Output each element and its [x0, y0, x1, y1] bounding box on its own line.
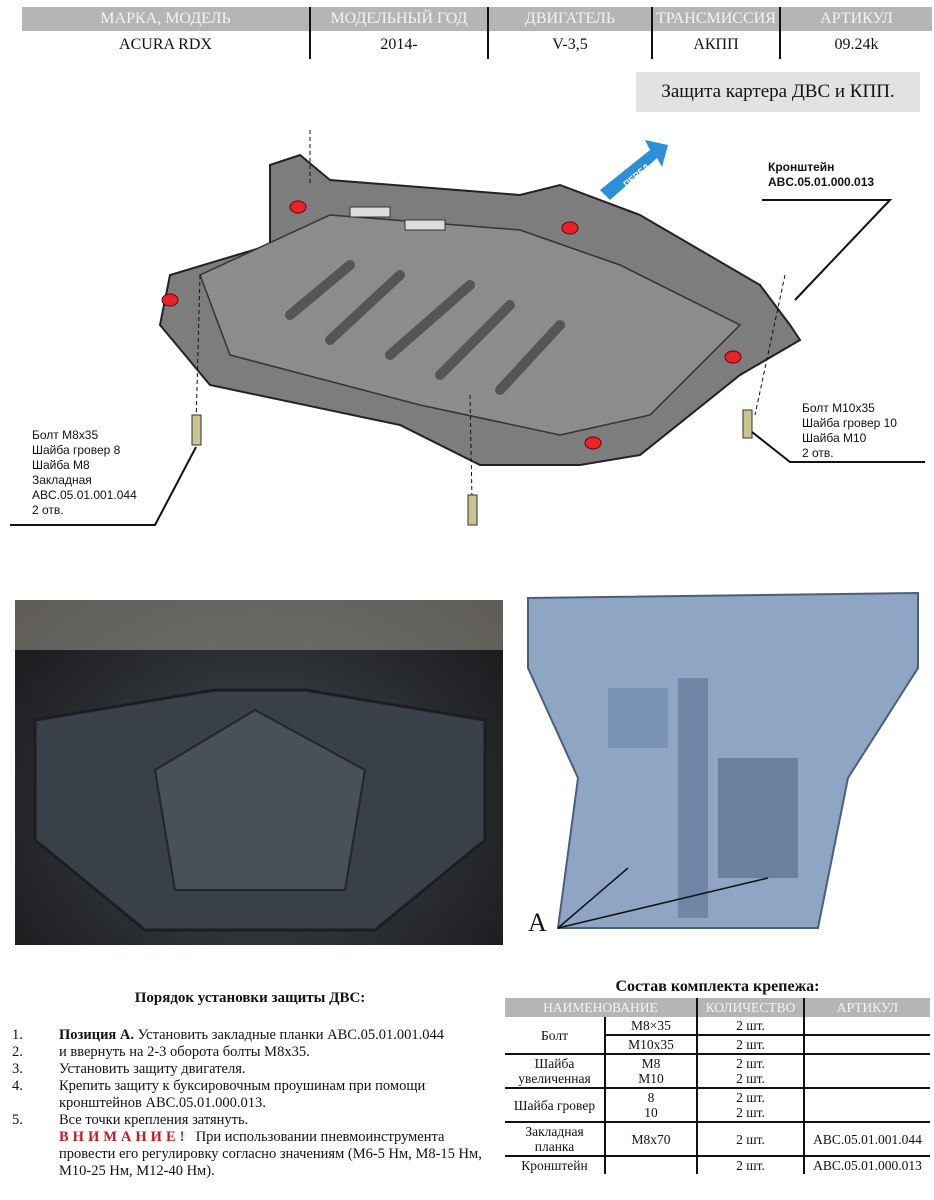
table-row: Шайба увеличенная M8 M10 2 шт. 2 шт. — [505, 1053, 930, 1088]
item-qty: 2 шт. 2 шт. — [695, 1087, 804, 1122]
step-text: Все точки крепления затянуть. — [59, 1112, 249, 1128]
year-value: 2014- — [309, 31, 488, 59]
callout-line: Болт М8х35 — [32, 428, 99, 442]
step-number: 1. — [12, 1027, 23, 1043]
item-article — [802, 1053, 930, 1088]
step-5: 5. Все точки крепления затянуть. — [12, 1112, 492, 1129]
callout-line: Кронштейн — [768, 160, 835, 174]
3d-scan-image: A — [518, 578, 930, 945]
bracket-callout: Кронштейн ABC.05.01.000.013 — [768, 160, 874, 190]
callout-line: Болт М10х35 — [802, 401, 875, 415]
article-value: 09.24k — [779, 31, 932, 59]
item-qty: 2 шт. 2 шт. — [695, 1053, 804, 1088]
transmission-value: АКПП — [651, 31, 780, 59]
step-3: 3. Установить защиту двигателя. — [12, 1061, 492, 1078]
mount-points — [161, 200, 742, 450]
col-name: НАИМЕНОВАНИЕ — [505, 998, 697, 1017]
callout-line: Шайба М10 — [802, 431, 867, 445]
col-article: АРТИКУЛ — [779, 7, 932, 31]
col-model: МАРКА, МОДЕЛЬ — [22, 7, 310, 31]
item-article — [802, 1034, 930, 1054]
col-article: АРТИКУЛ — [802, 998, 930, 1017]
vehicle-info-table: МАРКА, МОДЕЛЬ МОДЕЛЬНЫЙ ГОД ДВИГАТЕЛЬ ТР… — [22, 7, 932, 59]
step-text: Установить защиту двигателя. — [59, 1061, 246, 1077]
engine-value: V-3,5 — [487, 31, 652, 59]
callout-line: ABC.05.01.000.013 — [768, 175, 875, 189]
callout-line: 2 отв. — [802, 446, 834, 460]
skid-plate-diagram: ПЕРЕД — [10, 130, 925, 526]
item-article — [802, 1087, 930, 1122]
table-row: Кронштейн 2 шт. ABC.05.01.000.013 — [505, 1155, 930, 1174]
direction-arrow-icon: ПЕРЕД — [600, 140, 668, 200]
callout-line: Закладная — [32, 473, 92, 487]
position-label: Позиция А. — [59, 1027, 134, 1043]
table-row: M10x35 2 шт. — [505, 1034, 930, 1054]
item-spec: M8x70 — [604, 1121, 697, 1156]
product-title: Защита картера ДВС и КПП. — [636, 72, 920, 112]
step-number: 3. — [12, 1061, 23, 1077]
model-value: ACURA RDX — [119, 36, 212, 53]
step-1: 1. Позиция А. Установить закладные планки… — [12, 1027, 492, 1044]
callout-line: Шайба гровер 10 — [802, 416, 897, 430]
step-text: Установить закладные планки ABC.05.01.00… — [134, 1027, 444, 1043]
item-spec: M8 M10 — [604, 1053, 697, 1088]
step-number: 4. — [12, 1078, 23, 1094]
step-text: и ввернуть на 2-3 оборота болты М8х35. — [59, 1044, 310, 1060]
col-transmission: ТРАНСМИССИЯ — [651, 7, 780, 31]
item-name: Шайба увеличенная — [505, 1053, 605, 1088]
col-year: МОДЕЛЬНЫЙ ГОД — [309, 7, 488, 31]
item-article: ABC.05.01.000.013 — [802, 1155, 930, 1174]
warning-label: ВНИМАНИЕ! — [59, 1129, 189, 1145]
fastener-kit-table: НАИМЕНОВАНИЕ КОЛИЧЕСТВО АРТИКУЛ Болт M8×… — [505, 998, 930, 1174]
col-quantity: КОЛИЧЕСТВО — [695, 998, 804, 1017]
item-qty: 2 шт. — [695, 1034, 804, 1054]
item-name: Закладная планка — [505, 1121, 605, 1156]
item-qty: 2 шт. — [695, 1017, 804, 1035]
step-text: Крепить защиту к буксировочным проушинам… — [59, 1078, 426, 1111]
instructions-list: 1. Позиция А. Установить закладные планки… — [12, 1027, 492, 1180]
callout-line: Шайба М8 — [32, 458, 90, 472]
step-number: 5. — [12, 1112, 23, 1128]
callout-line: ABC.05.01.001.044 — [32, 488, 137, 502]
installed-plate-photo — [15, 600, 503, 945]
item-spec — [604, 1155, 697, 1174]
item-name: Болт — [541, 1027, 568, 1043]
item-article — [802, 1017, 930, 1035]
right-fastener-callout: Болт М10х35 Шайба гровер 10 Шайба М10 2 … — [802, 401, 897, 461]
warning-text: При использовании пневмоинструмента пров… — [59, 1129, 482, 1179]
item-spec: M8×35 — [604, 1017, 697, 1035]
callout-line: 2 отв. — [32, 503, 64, 517]
item-qty: 2 шт. — [695, 1121, 804, 1156]
table-row: Болт M8×35 2 шт. — [505, 1017, 930, 1043]
item-spec: 8 10 — [604, 1087, 697, 1122]
step-number: 2. — [12, 1044, 23, 1060]
step-2: 2. и ввернуть на 2-3 оборота болты М8х35. — [12, 1044, 492, 1061]
left-fastener-callout: Болт М8х35 Шайба гровер 8 Шайба М8 Закла… — [32, 428, 137, 518]
warning: ВНИМАНИЕ! При использовании пневмоинстру… — [12, 1129, 492, 1180]
col-engine: ДВИГАТЕЛЬ — [487, 7, 652, 31]
callout-line: Шайба гровер 8 — [32, 443, 121, 457]
instructions-title: Порядок установки защиты ДВС: — [134, 990, 366, 1006]
bolt-icons — [191, 409, 753, 526]
item-name: Кронштейн — [505, 1155, 605, 1174]
position-a-label: A — [528, 908, 547, 937]
item-name: Шайба гровер — [505, 1087, 605, 1122]
kit-title: Состав комплекта крепежа: — [615, 978, 820, 995]
skid-plate-drawing — [158, 153, 802, 466]
item-article: ABC.05.01.001.044 — [802, 1121, 930, 1156]
step-4: 4. Крепить защиту к буксировочным проушин… — [12, 1078, 492, 1112]
item-qty: 2 шт. — [695, 1155, 804, 1174]
table-row: Шайба гровер 8 10 2 шт. 2 шт. — [505, 1087, 930, 1122]
item-spec: M10x35 — [604, 1034, 697, 1054]
table-row: Закладная планка M8x70 2 шт. ABC.05.01.0… — [505, 1121, 930, 1156]
